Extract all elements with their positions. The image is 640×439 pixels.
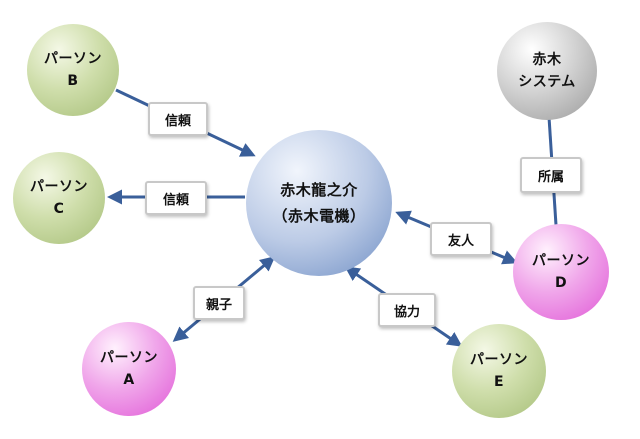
node-system-line1: 赤木 — [532, 52, 562, 68]
node-center-line2: （赤木電機） — [272, 207, 366, 225]
node-person-d: パーソン D — [513, 224, 609, 320]
label-cooperation: 協力 — [378, 293, 436, 327]
node-center-line1: 赤木龍之介 — [280, 181, 358, 199]
node-person-d-line2: D — [554, 275, 568, 291]
label-affiliation: 所属 — [520, 157, 582, 193]
node-person-a-line2: A — [123, 372, 135, 388]
node-person-e-line1: パーソン — [470, 352, 528, 368]
node-person-e-line2: E — [493, 374, 505, 390]
node-person-b-line2: B — [67, 73, 79, 89]
node-person-c-line1: パーソン — [30, 179, 88, 195]
label-trust-c: 信頼 — [145, 181, 207, 215]
node-person-d-line1: パーソン — [532, 253, 590, 269]
label-friend: 友人 — [430, 222, 492, 256]
label-parent-child: 親子 — [193, 286, 245, 320]
node-person-e: パーソン E — [452, 324, 546, 418]
node-center-akagi: 赤木龍之介 （赤木電機） — [246, 130, 392, 276]
label-trust-b: 信頼 — [148, 102, 208, 136]
node-system-line2: システム — [518, 74, 576, 90]
node-person-b-line1: パーソン — [44, 51, 102, 67]
node-person-a-line1: パーソン — [100, 350, 158, 366]
node-person-c: パーソン C — [13, 152, 105, 244]
node-person-c-line2: C — [53, 201, 65, 217]
node-person-a: パーソン A — [82, 322, 176, 416]
node-akagi-system: 赤木 システム — [497, 22, 597, 120]
node-person-b: パーソン B — [27, 24, 119, 116]
